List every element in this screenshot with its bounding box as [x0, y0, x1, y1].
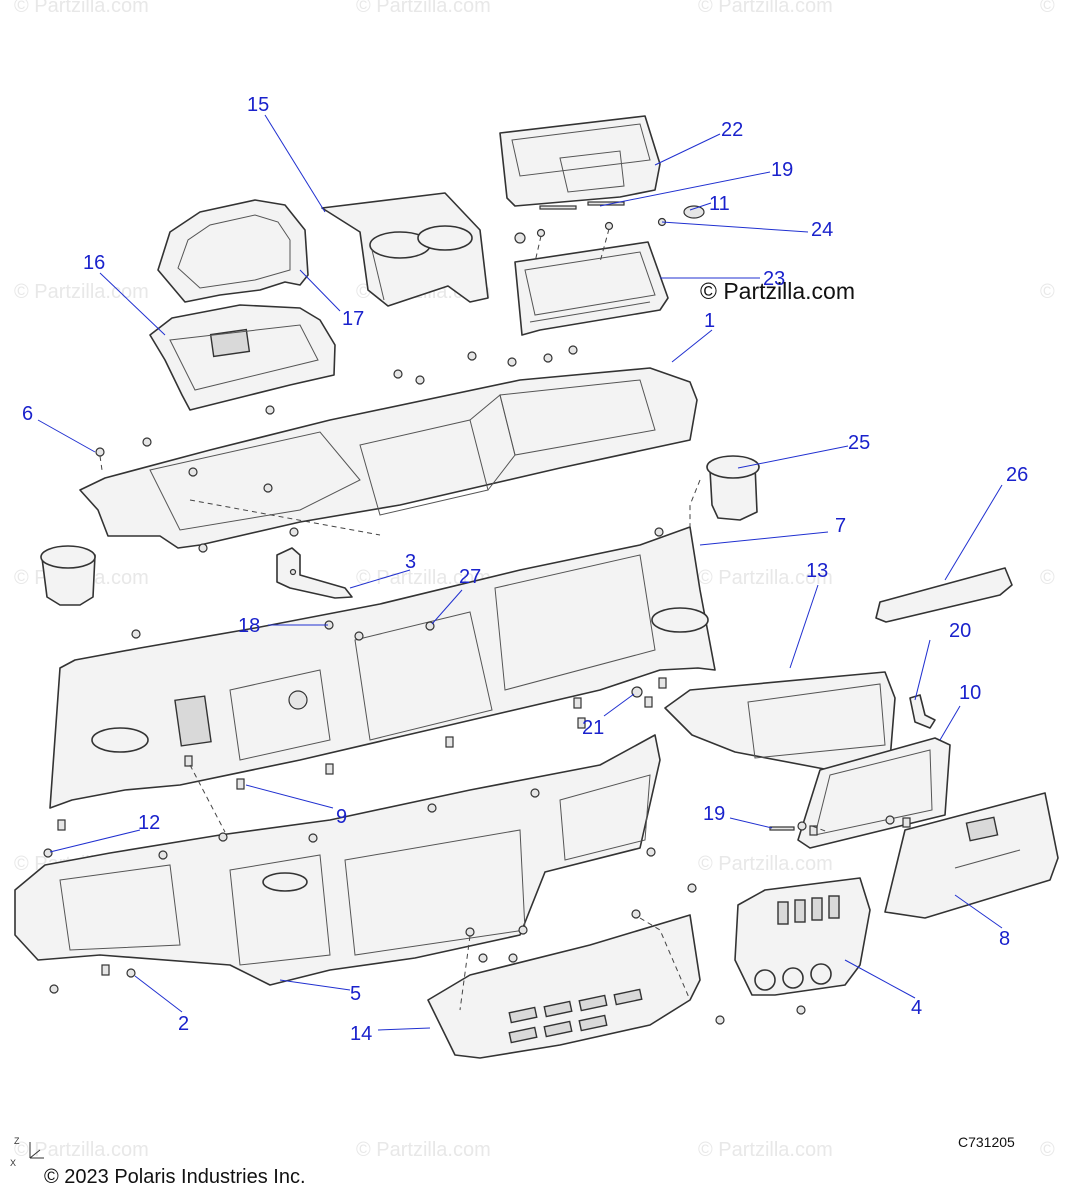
axis-z-label: Z [14, 1136, 20, 1146]
copyright-notice: © 2023 Polaris Industries Inc. [44, 1166, 306, 1188]
watermark: © Partzilla.com [698, 1139, 833, 1161]
install-lines [99, 228, 829, 1011]
part-22-tray [499, 115, 661, 207]
part-26-trim [875, 567, 1013, 623]
callout-26: 26 [1006, 464, 1028, 486]
callout-12: 12 [138, 812, 160, 834]
callout-7: 7 [835, 515, 846, 537]
callout-5: 5 [350, 983, 361, 1005]
part-15-cupholder-panel [321, 192, 489, 307]
watermark: © Partzilla.com [14, 281, 149, 303]
callout-10: 10 [959, 682, 981, 704]
callout-9: 9 [336, 806, 347, 828]
watermark: © Partzilla.com [698, 567, 833, 589]
cup-holder-left [40, 545, 96, 606]
callout-labels: 1 2 3 4 5 6 7 8 9 10 11 12 13 14 15 16 1… [22, 94, 1028, 1045]
callout-22: 22 [721, 119, 743, 141]
part-17-cluster-bezel [157, 199, 309, 303]
callout-25: 25 [848, 432, 870, 454]
watermark: © [1040, 567, 1055, 589]
diagram-code: C731205 [958, 1134, 1015, 1150]
part-8-glovebox-door [884, 792, 1059, 919]
callout-20: 20 [949, 620, 971, 642]
axis-x-label: X [10, 1158, 16, 1168]
watermark: © Partzilla.com [356, 0, 491, 17]
callout-1: 1 [704, 310, 715, 332]
callout-3: 3 [405, 551, 416, 573]
callout-4: 4 [911, 997, 922, 1019]
callout-16: 16 [83, 252, 105, 274]
leader-lines [37, 114, 1003, 1031]
callout-14: 14 [350, 1023, 372, 1045]
watermark: © [1040, 281, 1055, 303]
part-7-dash-frame [49, 526, 716, 809]
part-4-switch-panel [734, 877, 871, 996]
callout-19: 19 [703, 803, 725, 825]
part-20-latch [909, 694, 936, 729]
part-10-door-frame [797, 737, 951, 849]
callout-18: 18 [238, 615, 260, 637]
callout-23: 23 [763, 268, 785, 290]
watermark: © Partzilla.com [356, 1139, 491, 1161]
callout-6: 6 [22, 403, 33, 425]
part-3-bracket [276, 547, 353, 599]
partzilla-watermark: © Partzilla.com [700, 278, 855, 304]
callout-13: 13 [806, 560, 828, 582]
callout-2: 2 [178, 1013, 189, 1035]
fasteners [43, 201, 911, 1025]
callout-27: 27 [459, 566, 481, 588]
watermark: © Partzilla.com [356, 567, 491, 589]
part-5-lower-dash [14, 734, 661, 986]
watermark: © [1040, 1139, 1055, 1161]
watermark: © [1040, 0, 1055, 17]
part-1-upper-dash [79, 367, 698, 549]
watermark: © Partzilla.com [14, 1139, 149, 1161]
callout-19: 19 [771, 159, 793, 181]
part-23-bin [514, 241, 669, 336]
part-16-cluster-housing [149, 304, 336, 411]
callout-15: 15 [247, 94, 269, 116]
callout-24: 24 [811, 219, 833, 241]
axis-triad: Z X [10, 1136, 44, 1168]
callout-17: 17 [342, 308, 364, 330]
watermark: © Partzilla.com [698, 853, 833, 875]
callout-11: 11 [709, 193, 730, 215]
watermark: © Partzilla.com [14, 0, 149, 17]
callout-8: 8 [999, 928, 1010, 950]
callout-21: 21 [582, 717, 604, 739]
watermark: © Partzilla.com [698, 0, 833, 17]
